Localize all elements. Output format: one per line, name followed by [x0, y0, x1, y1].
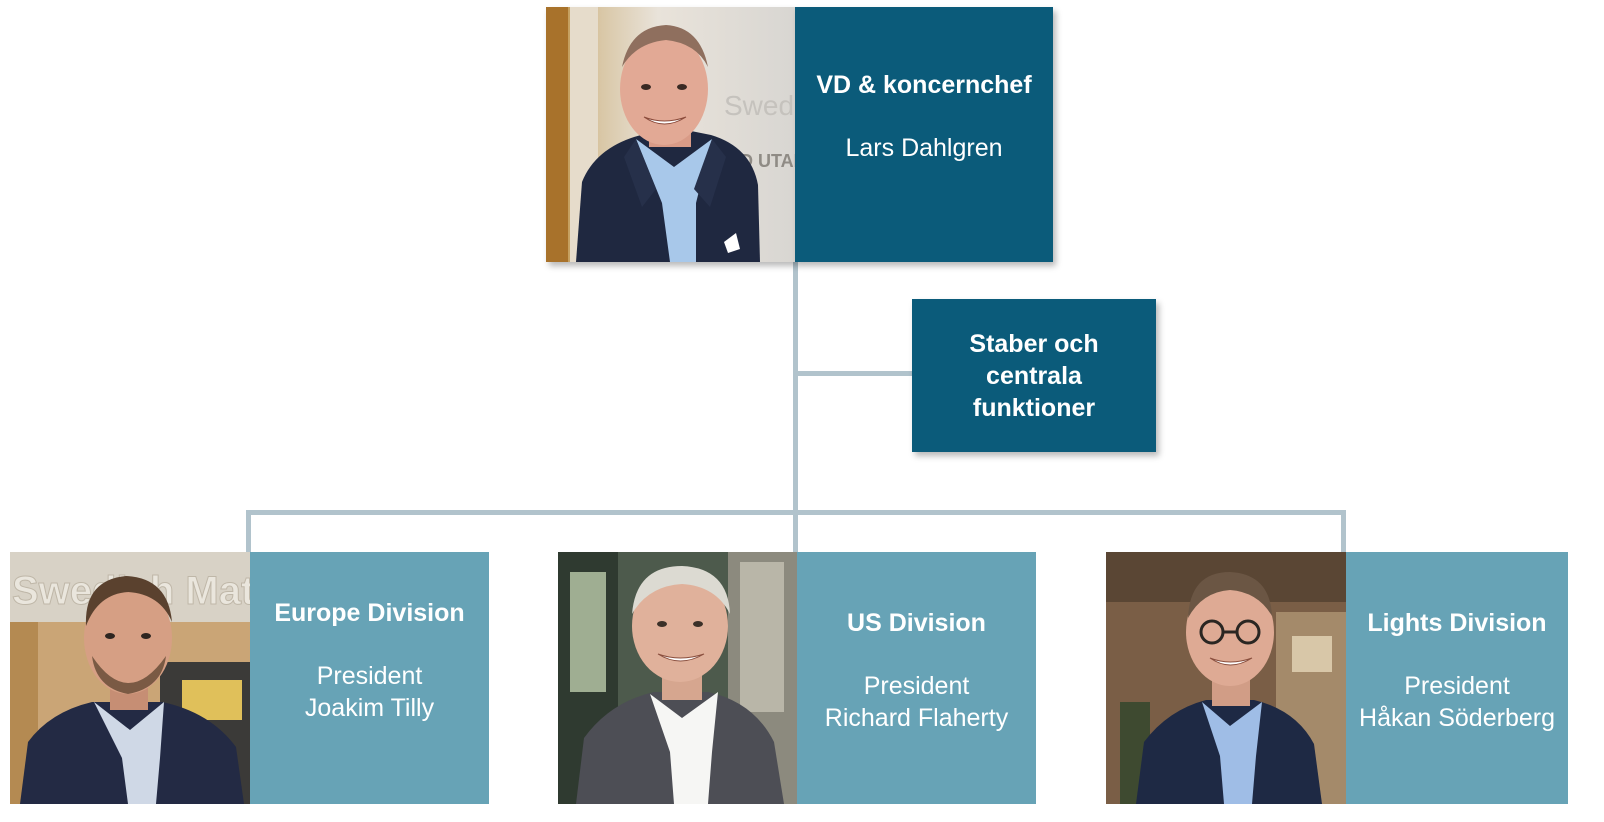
lights-president-name: Håkan Söderberg — [1359, 703, 1555, 732]
europe-division-title: Europe Division — [274, 598, 465, 627]
connector-europe-drop — [246, 515, 251, 552]
ceo-photo-sign-text: Swedish — [724, 90, 795, 121]
connector-lights-drop — [1341, 515, 1346, 552]
ceo-box: VD & koncernchef Lars Dahlgren — [795, 7, 1053, 262]
staff-line-3: funktioner — [972, 393, 1096, 422]
ceo-name: Lars Dahlgren — [845, 134, 1003, 162]
us-president-photo — [558, 552, 797, 804]
europe-president-role: President — [316, 661, 423, 690]
lights-division-title: Lights Division — [1367, 608, 1547, 637]
staff-line-2: centrala — [986, 361, 1082, 390]
connector-staff-branch — [798, 371, 913, 376]
us-president-role: President — [863, 671, 970, 700]
lights-president-photo — [1106, 552, 1346, 804]
us-division-box: US Division President Richard Flaherty — [797, 552, 1036, 804]
ceo-photo: Swedish ÄLD UTAN — [546, 7, 795, 262]
connector-division-bar — [246, 510, 1346, 515]
connector-ceo-trunk — [793, 262, 798, 552]
europe-division-box: Europe Division President Joakim Tilly — [250, 552, 489, 804]
europe-portrait-image: Swedish Match — [10, 552, 250, 804]
europe-president-name: Joakim Tilly — [304, 693, 435, 722]
lights-president-role: President — [1404, 671, 1510, 700]
ceo-title: VD & koncernchef — [816, 71, 1032, 99]
us-portrait-image — [558, 552, 797, 804]
us-division-title: US Division — [847, 608, 986, 637]
ceo-portrait-image: Swedish ÄLD UTAN — [546, 7, 795, 262]
lights-portrait-image — [1106, 552, 1346, 804]
lights-division-box: Lights Division President Håkan Söderber… — [1346, 552, 1568, 804]
us-president-name: Richard Flaherty — [824, 703, 1009, 732]
staff-line-1: Staber och — [969, 329, 1099, 358]
staff-functions-box: Staber och centrala funktioner — [912, 299, 1156, 452]
europe-president-photo: Swedish Match — [10, 552, 250, 804]
